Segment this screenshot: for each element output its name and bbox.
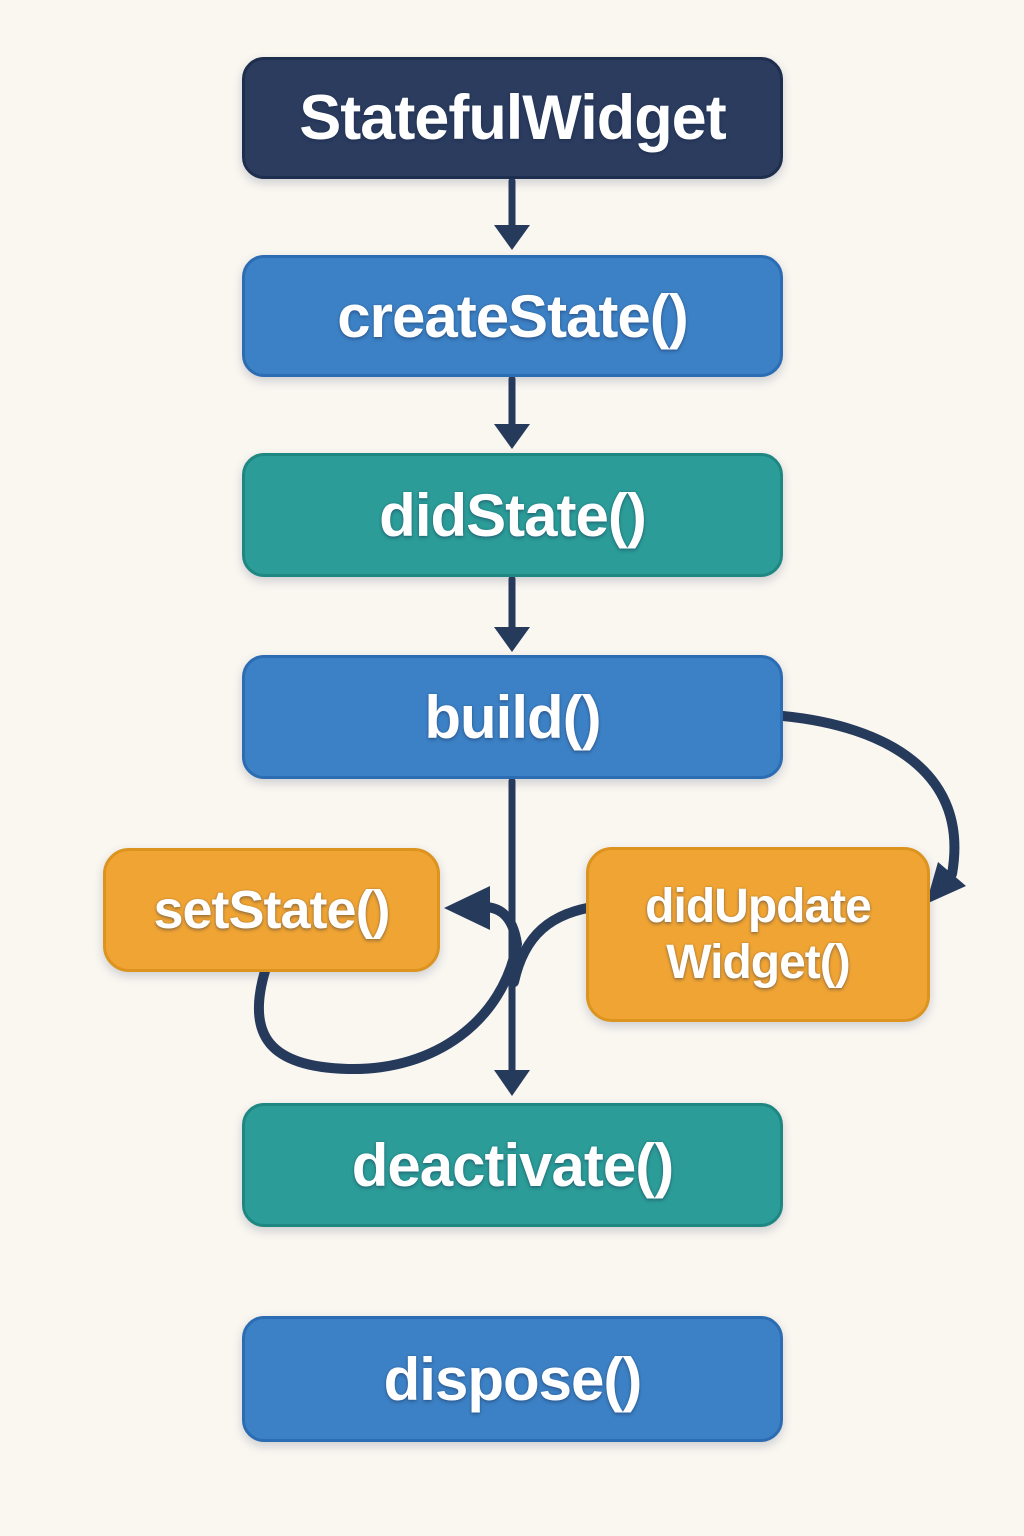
node-didstate: didState() xyxy=(242,453,783,577)
node-build-label: build() xyxy=(424,683,601,751)
edge-build-didupdatewidget xyxy=(778,711,966,904)
node-dispose: dispose() xyxy=(242,1316,783,1442)
node-build: build() xyxy=(242,655,783,779)
node-createstate: createState() xyxy=(242,255,783,377)
node-dispose-label: dispose() xyxy=(383,1345,643,1413)
node-didstate-label: didState() xyxy=(379,481,647,549)
node-deactivate-label: deactivate() xyxy=(351,1131,674,1199)
edge-setstate-loop xyxy=(253,886,523,1075)
node-setstate-label: setState() xyxy=(153,880,390,940)
edge-statefulwidget-createstate xyxy=(494,177,530,250)
node-createstate-label: createState() xyxy=(337,282,688,350)
node-statefulwidget-label: StatefulWidget xyxy=(299,83,726,153)
edge-didupdatewidget-merge xyxy=(509,901,605,987)
node-deactivate: deactivate() xyxy=(242,1103,783,1227)
node-didupdatewidget: didUpdate Widget() xyxy=(586,847,930,1022)
node-didupdatewidget-label-line1: didUpdate xyxy=(645,879,872,933)
edge-createstate-didstate xyxy=(494,375,530,449)
edge-didstate-build xyxy=(494,575,530,652)
node-setstate: setState() xyxy=(103,848,440,972)
node-didupdatewidget-label-line2: Widget() xyxy=(666,935,851,989)
node-statefulwidget: StatefulWidget xyxy=(242,57,783,179)
